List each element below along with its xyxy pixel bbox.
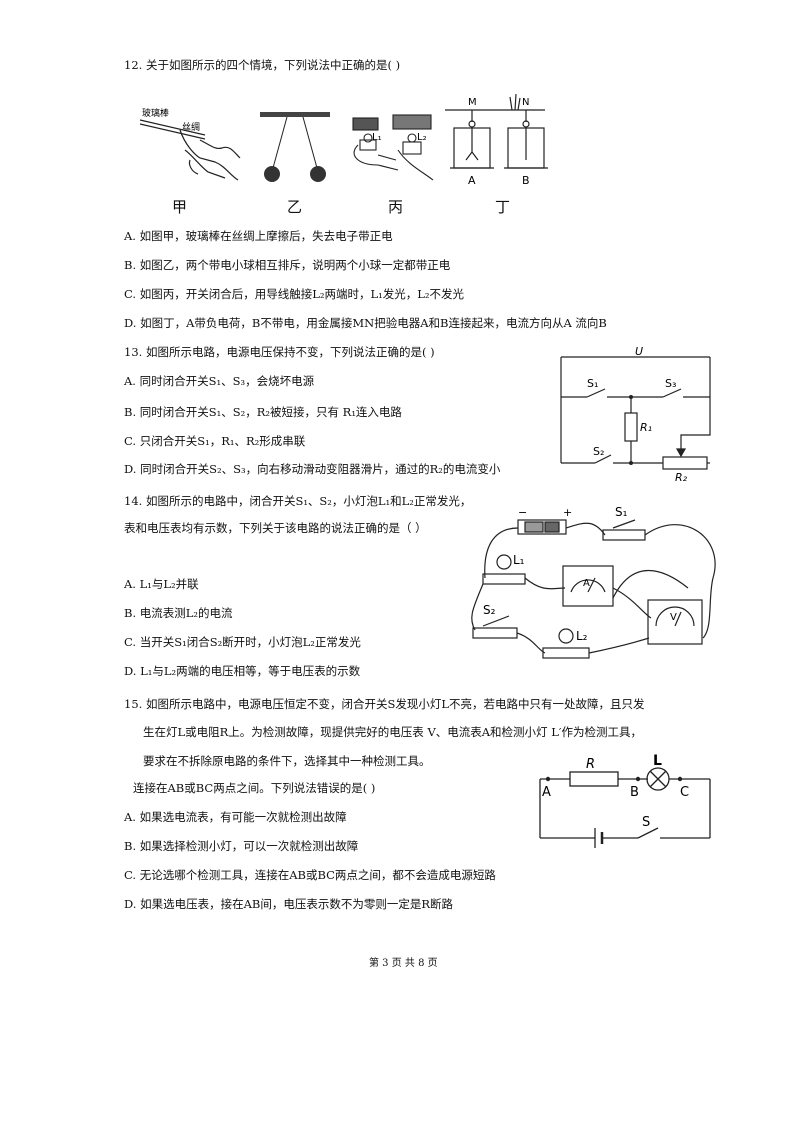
q15-option-a: A. 如果选电流表，有可能一次就检测出故障 xyxy=(124,810,347,824)
q13-option-b: B. 同时闭合开关S₁、S₂，R₂被短接，只有 R₁连入电路 xyxy=(124,405,402,419)
svg-text:S: S xyxy=(642,815,650,830)
q15-stem-line4: 连接在AB或BC两点之间。下列说法错误的是( ) xyxy=(133,781,376,795)
svg-text:L₂: L₂ xyxy=(417,132,427,143)
q15-option-d: D. 如果选电压表，接在AB间，电压表示数不为零则一定是R断路 xyxy=(124,897,454,911)
q14-option-b: B. 电流表测L₂的电流 xyxy=(124,606,233,620)
svg-text:M: M xyxy=(468,97,477,108)
svg-text:+: + xyxy=(563,506,572,519)
svg-text:S₂: S₂ xyxy=(483,603,496,617)
q12-stem: 12. 关于如图所示的四个情境，下列说法中正确的是( ) xyxy=(124,58,401,72)
svg-text:L₂: L₂ xyxy=(576,629,588,643)
q13-option-c: C. 只闭合开关S₁，R₁、R₂形成串联 xyxy=(124,434,306,448)
svg-text:S₂: S₂ xyxy=(593,445,604,458)
svg-text:V: V xyxy=(670,612,677,623)
q15-stem-line2: 生在灯L或电阻R上。为检测故障，现提供完好的电压表 V、电流表A和检测小灯 L′… xyxy=(143,725,642,739)
svg-text:−: − xyxy=(518,506,527,519)
svg-text:A: A xyxy=(542,785,551,800)
q14-stem-line2: 表和电压表均有示数，下列关于该电路的说法正确的是（ ） xyxy=(124,521,427,535)
svg-text:N: N xyxy=(522,97,529,108)
svg-text:U: U xyxy=(635,345,643,358)
q13-option-d: D. 同时闭合开关S₂、S₃，向右移动滑动变阻器滑片，通过的R₂的电流变小 xyxy=(124,462,501,476)
q14-physical-circuit: − + S₁ L₁ A V S₂ L₂ xyxy=(471,505,716,659)
svg-text:R: R xyxy=(586,757,595,772)
q12-option-c: C. 如图丙，开关闭合后，用导线触接L₂两端时，L₁发光，L₂不发光 xyxy=(124,287,464,301)
svg-text:C: C xyxy=(680,785,689,800)
q12-label-ding: 丁 xyxy=(495,198,511,216)
svg-text:S₁: S₁ xyxy=(587,377,598,390)
q12-option-d: D. 如图丁，A带负电荷，B不带电，用金属接MN把验电器A和B连接起来，电流方向… xyxy=(124,316,607,330)
q12-label-bing: 丙 xyxy=(388,198,404,216)
q15-stem-line3: 要求在不拆除原电路的条件下，选择其中一种检测工具。 xyxy=(143,754,431,768)
q12-label-yi: 乙 xyxy=(287,198,303,216)
svg-text:A: A xyxy=(468,174,476,187)
q15-stem-line1: 15. 如图所示电路中，电源电压恒定不变，闭合开关S发现小灯L不亮，若电路中只有… xyxy=(124,697,645,711)
svg-text:S₃: S₃ xyxy=(665,377,676,390)
svg-text:L: L xyxy=(653,753,662,769)
svg-text:玻璃棒: 玻璃棒 xyxy=(142,107,169,119)
q14-option-a: A. L₁与L₂并联 xyxy=(124,577,199,591)
q12-option-b: B. 如图乙，两个带电小球相互排斥，说明两个小球一定都带正电 xyxy=(124,258,451,272)
svg-text:丝绸: 丝绸 xyxy=(182,121,200,133)
page-footer: 第 3 页 共 8 页 xyxy=(369,958,438,969)
q12-figure-yi xyxy=(260,112,330,182)
q15-option-c: C. 无论选哪个检测工具，连接在AB或BC两点之间，都不会造成电源短路 xyxy=(124,868,496,882)
svg-text:B: B xyxy=(630,785,639,800)
q14-option-d: D. L₁与L₂两端的电压相等，等于电压表的示数 xyxy=(124,664,361,678)
q12-figure-bing: L₁ L₂ xyxy=(352,114,434,181)
svg-text:B: B xyxy=(522,174,530,187)
q13-stem: 13. 如图所示电路，电源电压保持不变，下列说法正确的是( ) xyxy=(124,345,435,359)
q12-label-jia: 甲 xyxy=(172,198,188,216)
svg-text:L₁: L₁ xyxy=(372,132,382,143)
svg-text:S₁: S₁ xyxy=(615,505,628,519)
q15-option-b: B. 如果选择检测小灯，可以一次就检测出故障 xyxy=(124,839,359,853)
q14-option-c: C. 当开关S₁闭合S₂断开时，小灯泡L₂正常发光 xyxy=(124,635,361,649)
q13-circuit-diagram: U S₁ S₃ S₂ R₁ R₂ xyxy=(560,345,711,484)
q12-figure-jia: 玻璃棒 丝绸 xyxy=(139,107,241,181)
q13-option-a: A. 同时闭合开关S₁、S₃，会烧坏电源 xyxy=(124,374,315,388)
q15-circuit-diagram: R L A B C S xyxy=(539,753,711,848)
q12-option-a: A. 如图甲，玻璃棒在丝绸上摩擦后，失去电子带正电 xyxy=(124,229,393,243)
svg-text:L₁: L₁ xyxy=(513,553,525,567)
q12-figure-ding: M N A B xyxy=(445,93,548,187)
svg-text:R₁: R₁ xyxy=(640,421,652,434)
svg-text:R₂: R₂ xyxy=(675,471,688,484)
svg-text:A: A xyxy=(583,578,590,589)
q14-stem-line1: 14. 如图所示的电路中，闭合开关S₁、S₂，小灯泡L₁和L₂正常发光， xyxy=(124,494,472,508)
